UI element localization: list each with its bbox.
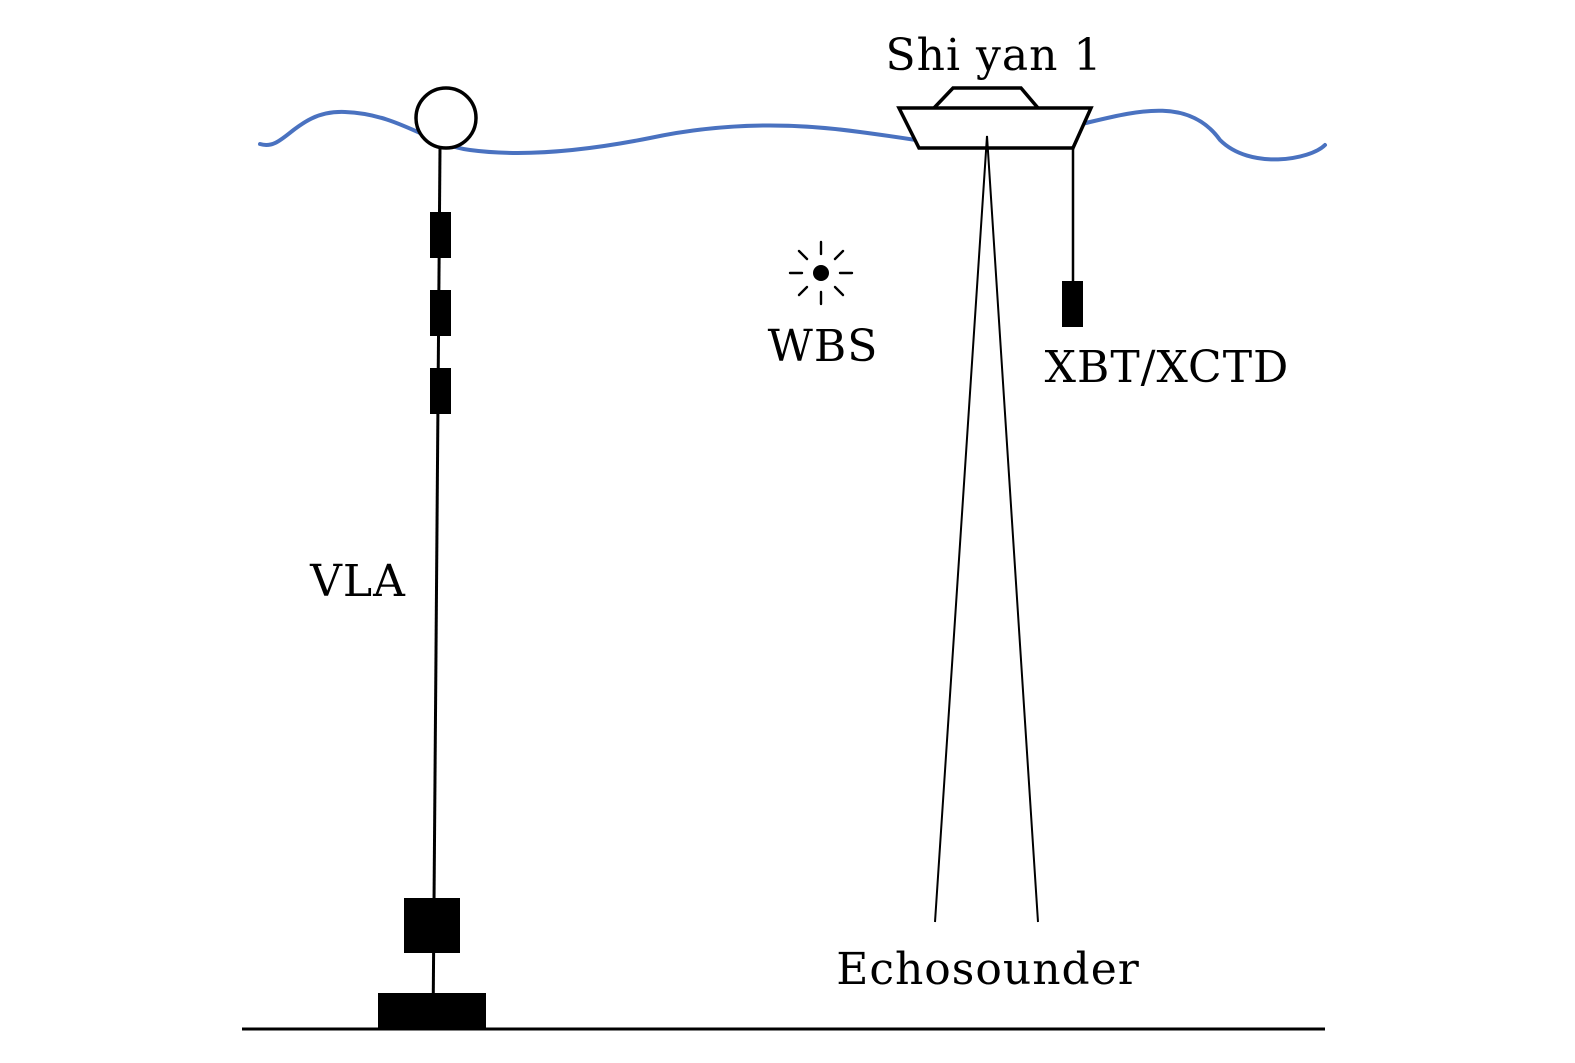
hydrophone (430, 290, 451, 336)
wbs-label: WBS (768, 321, 879, 372)
xbt-probe (1062, 281, 1083, 327)
echosounder-label: Echosounder (836, 944, 1140, 995)
acoustic-release (404, 898, 460, 953)
hydrophone (430, 368, 451, 414)
echosounder-beam (934, 135, 1039, 923)
ship-hull (896, 106, 1094, 150)
anchor (378, 993, 486, 1030)
vla-label: VLA (309, 556, 406, 607)
ship-cabin (932, 86, 1040, 110)
vla-buoy (414, 86, 478, 150)
ship-label: Shi yan 1 (886, 30, 1103, 81)
hydrophone (430, 212, 451, 258)
sun-burst-icon (788, 240, 854, 306)
vla-cable (431, 147, 442, 1031)
xbt-label: XBT/XCTD (1045, 342, 1290, 393)
sea-surface (258, 108, 1327, 162)
ship (896, 86, 1094, 150)
